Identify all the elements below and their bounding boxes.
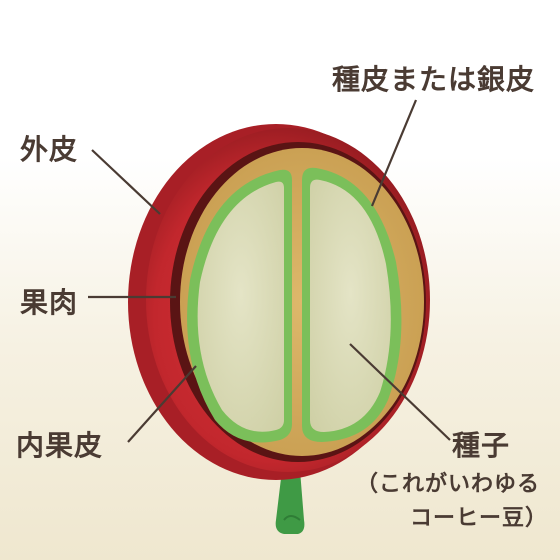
label-parchment: 内果皮	[16, 429, 104, 462]
leader-silver-skin	[370, 99, 418, 207]
leader-exocarp	[91, 149, 161, 215]
seed-left	[197, 181, 284, 432]
leader-seed	[349, 343, 451, 441]
label-seed: 種子	[452, 429, 511, 462]
label-pulp: 果肉	[20, 286, 79, 319]
label-seed-note-line1: （これがいわゆる	[356, 472, 541, 497]
label-exocarp: 外皮	[20, 133, 79, 166]
seed-right	[310, 179, 391, 432]
label-silver-skin: 種皮または銀皮	[332, 63, 536, 96]
label-seed-note-line2: コーヒー豆）	[410, 506, 549, 531]
leader-parchment	[127, 365, 197, 443]
